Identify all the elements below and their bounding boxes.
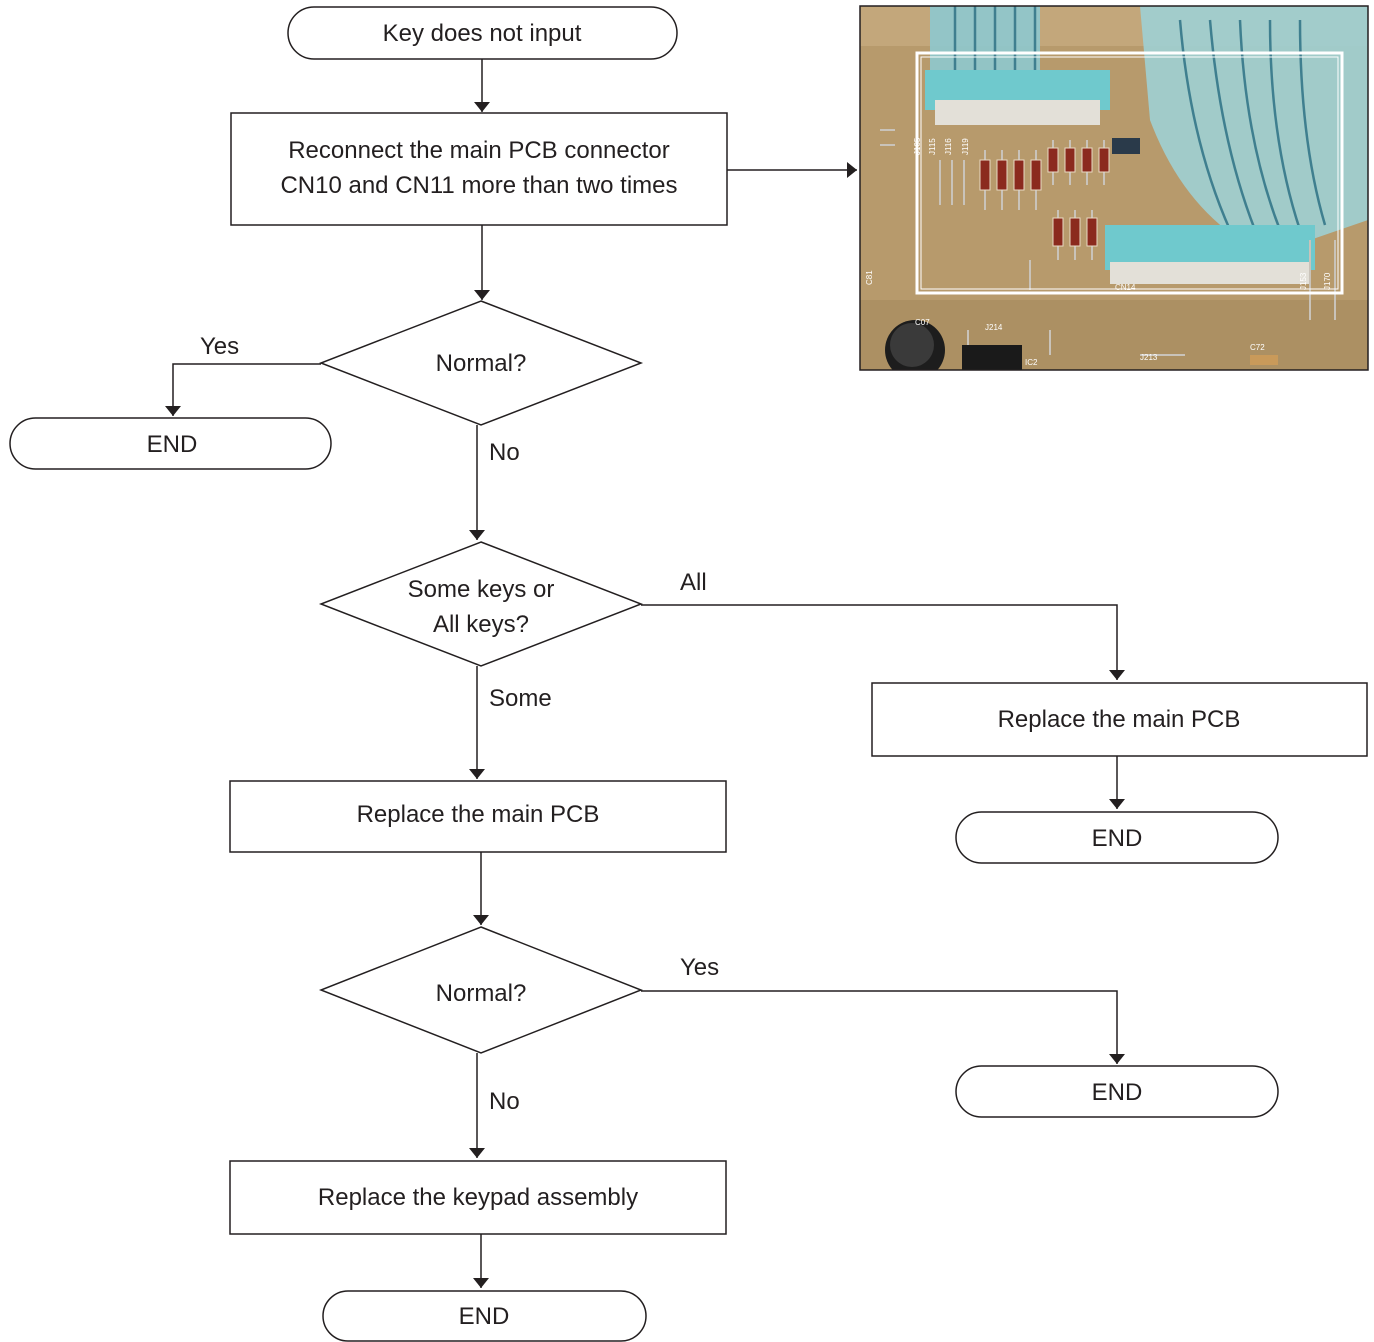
normal-decision-2-label: Normal? — [436, 980, 527, 1007]
start-label: Key does not input — [383, 20, 582, 47]
edge-normal1-yes — [165, 363, 321, 416]
end-3-label: END — [1092, 1079, 1143, 1106]
replace-main-pcb-some-label: Replace the main PCB — [357, 801, 600, 828]
pcb-label-j213: J213 — [1140, 353, 1158, 362]
pcb-photo-border — [859, 5, 1369, 371]
pcb-label-j116: J116 — [944, 138, 953, 155]
pcb-label-j170: J170 — [1323, 272, 1332, 290]
start-terminal: Key does not input — [287, 6, 678, 60]
pcb-photo: C07 J214 IC2 J213 C72 J115 J119 J116 J10… — [860, 6, 1368, 370]
edge-keys-all — [641, 604, 1125, 680]
pcb-label-j153: J153 — [1299, 272, 1308, 290]
reconnect-label-line1: Reconnect the main PCB connector — [288, 137, 670, 164]
replace-keypad-label: Replace the keypad assembly — [318, 1184, 638, 1211]
replace-main-pcb-all-process: Replace the main PCB — [871, 682, 1368, 757]
edge-label-yes-2: Yes — [680, 954, 719, 981]
end-terminal-1: END — [9, 417, 332, 470]
edge-label-yes-1: Yes — [200, 333, 239, 360]
replace-keypad-process: Replace the keypad assembly — [229, 1160, 727, 1235]
edge-label-all: All — [680, 569, 707, 596]
replace-main-pcb-some-process: Replace the main PCB — [229, 780, 727, 853]
pcb-label-c81: C81 — [865, 270, 874, 285]
edge-normal2-yes — [641, 990, 1125, 1064]
reconnect-label-line2: CN10 and CN11 more than two times — [280, 172, 677, 199]
pcb-label-c07: C07 — [915, 318, 930, 327]
keys-decision-label-line2: All keys? — [433, 611, 529, 638]
keys-decision: Some keys or All keys? — [318, 541, 644, 667]
reconnect-process: Reconnect the main PCB connector CN10 an… — [230, 112, 728, 226]
normal-decision-1: Normal? — [318, 300, 644, 426]
end-terminal-2: END — [955, 811, 1279, 864]
pcb-label-j115: J115 — [928, 138, 937, 155]
keys-decision-label-line1: Some keys or — [408, 576, 555, 603]
pcb-label-j119: J119 — [961, 138, 970, 155]
edge-label-some: Some — [489, 685, 552, 712]
end-terminal-4: END — [322, 1290, 647, 1342]
pcb-label-c72: C72 — [1250, 343, 1265, 352]
pcb-label-ic2: IC2 — [1025, 358, 1038, 367]
end-1-label: END — [147, 431, 198, 458]
normal-decision-2: Normal? — [318, 926, 644, 1054]
end-terminal-3: END — [955, 1065, 1279, 1118]
replace-main-pcb-all-label: Replace the main PCB — [998, 706, 1241, 733]
edge-label-no-1: No — [489, 439, 520, 466]
end-4-label: END — [459, 1303, 510, 1330]
edge-label-no-2: No — [489, 1088, 520, 1115]
pcb-label-j214: J214 — [985, 323, 1003, 332]
pcb-label-cn14: CN14 — [1115, 283, 1136, 292]
normal-decision-1-label: Normal? — [436, 350, 527, 377]
end-2-label: END — [1092, 825, 1143, 852]
